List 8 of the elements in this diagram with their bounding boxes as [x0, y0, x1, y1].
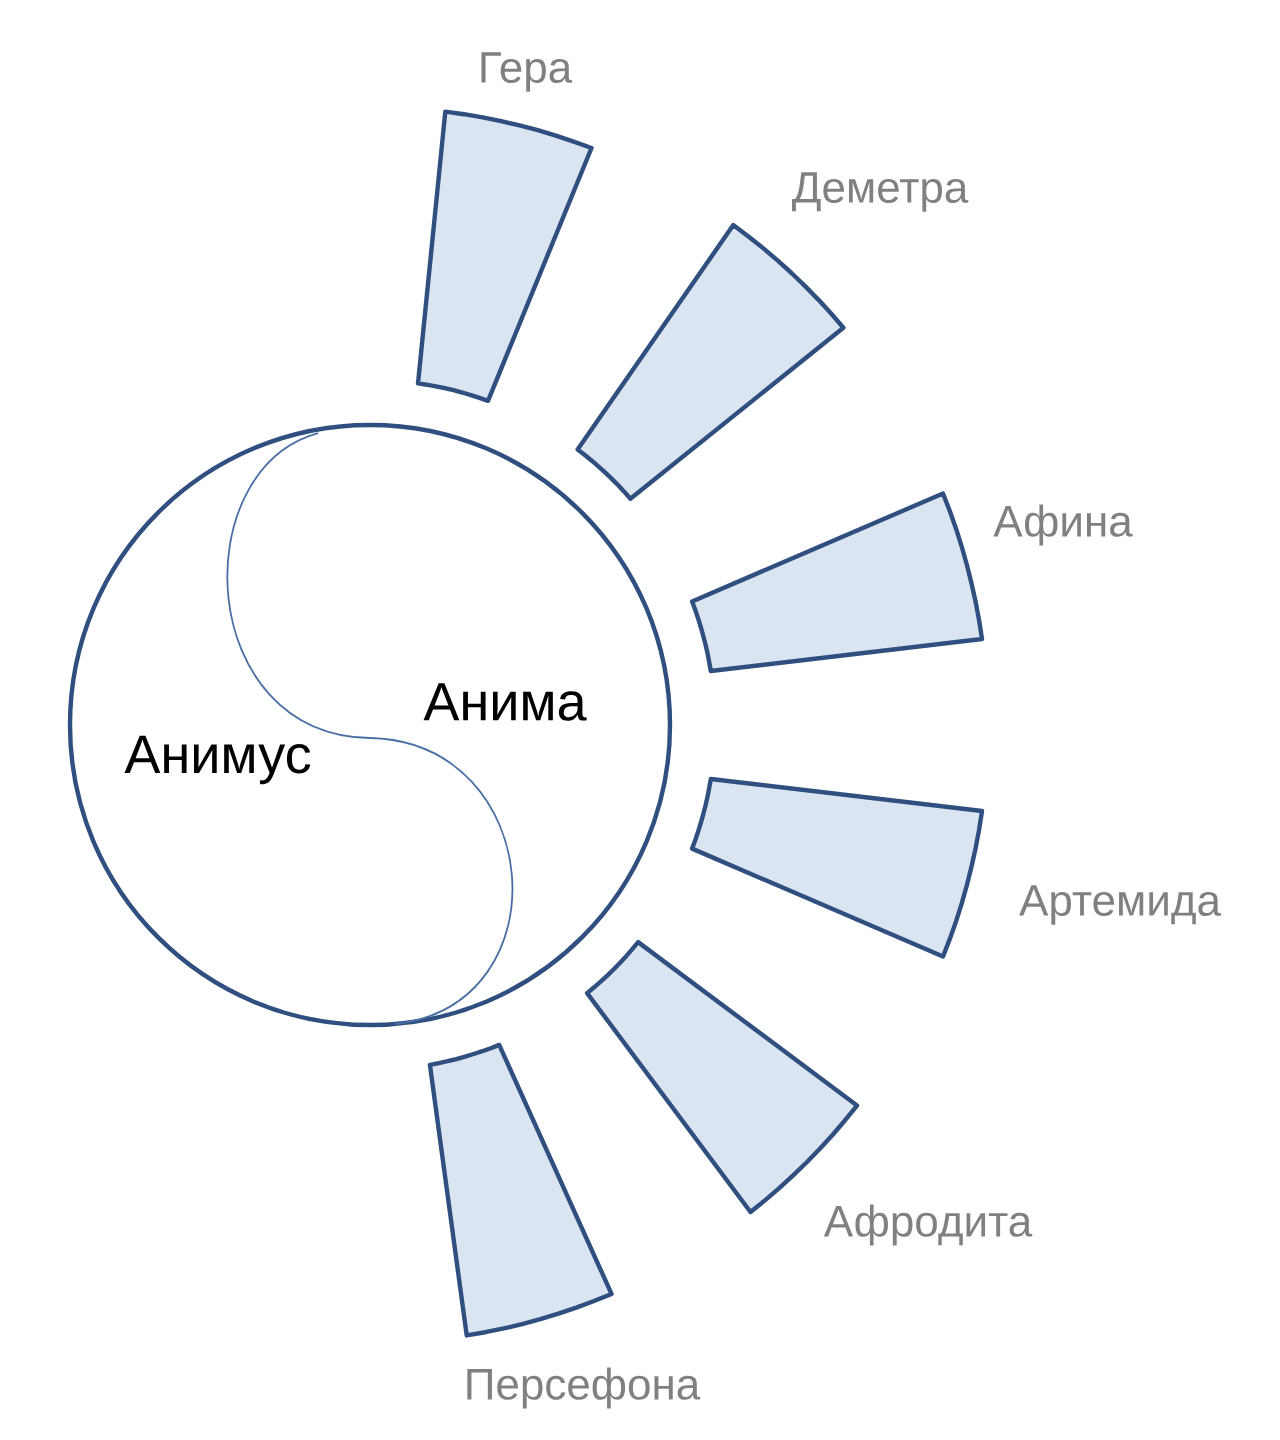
ray-label: Персефона — [467, 1367, 701, 1409]
ray-label: Деметра — [792, 172, 969, 212]
region-label: Анима — [423, 683, 587, 721]
ray-label: Артемида — [1019, 885, 1221, 925]
ray-label: Афина — [993, 504, 1133, 546]
ray-label: Афродита — [823, 1204, 1033, 1246]
ray-label: Гера — [481, 52, 573, 92]
region-label: Анимус — [124, 735, 311, 785]
